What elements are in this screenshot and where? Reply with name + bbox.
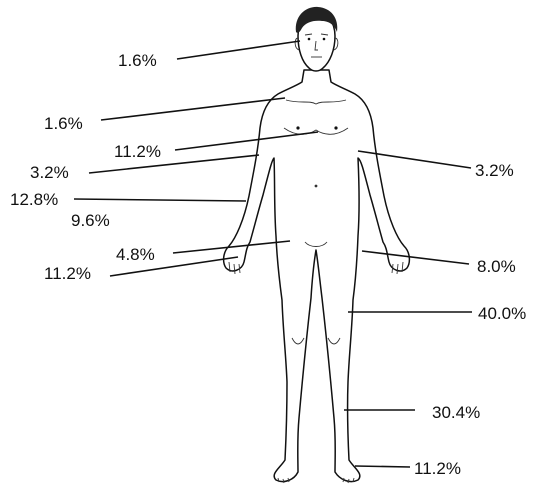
label-thigh: 40.0% xyxy=(478,304,526,323)
label-left-hand: 11.2% xyxy=(44,264,91,283)
label-groin: 4.8% xyxy=(116,245,155,264)
left-nipple xyxy=(296,126,299,129)
label-right-upper-arm: 3.2% xyxy=(475,161,514,180)
leader-left-flank xyxy=(74,199,246,201)
label-foot: 11.2% xyxy=(414,459,461,478)
navel xyxy=(315,185,318,188)
label-upper-chest: 1.6% xyxy=(44,114,83,133)
right-eye xyxy=(323,38,326,41)
leader-foot xyxy=(355,466,410,467)
leader-head xyxy=(177,41,300,59)
label-head: 1.6% xyxy=(118,51,157,70)
leader-upper-chest xyxy=(101,98,285,120)
right-nipple xyxy=(334,126,337,129)
label-left-upper-arm: 3.2% xyxy=(30,163,69,182)
label-lower-leg: 30.4% xyxy=(432,403,480,422)
label-left-flank: 12.8% xyxy=(10,190,58,209)
left-eye xyxy=(308,38,311,41)
label-left-forearm: 9.6% xyxy=(71,211,110,230)
leader-right-hand xyxy=(362,251,469,264)
label-chest: 11.2% xyxy=(114,142,161,161)
label-right-hand: 8.0% xyxy=(477,257,516,276)
